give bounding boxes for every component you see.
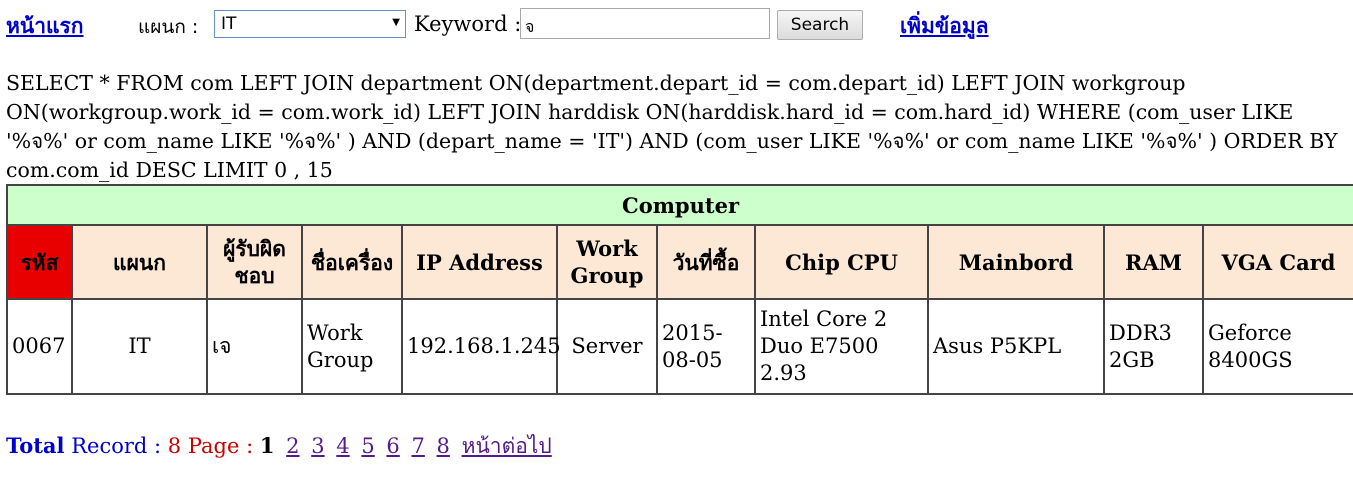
page-link-6[interactable]: 6 xyxy=(386,434,400,458)
keyword-label: Keyword : xyxy=(414,12,522,36)
column-header: IP Address xyxy=(401,224,558,300)
column-header: Mainbord xyxy=(927,224,1105,300)
column-header: ผู้รับผิดชอบ xyxy=(206,224,303,300)
current-page: 1 xyxy=(259,433,275,458)
dropdown-arrow-icon: ▼ xyxy=(392,17,400,28)
department-select-value: IT xyxy=(221,14,237,34)
next-page-link[interactable]: หน้าต่อไป xyxy=(461,434,552,458)
table-cell: Intel Core 2 Duo E7500 2.93 xyxy=(754,298,929,395)
page-link-4[interactable]: 4 xyxy=(336,434,350,458)
table-cell: 0067 xyxy=(6,298,73,395)
table-header-row: รหัส แผนก ผู้รับผิดชอบ ชื่อเครื่อง IP Ad… xyxy=(6,224,1353,300)
table-cell: DDR3 2GB xyxy=(1103,298,1204,395)
computer-table: Computer รหัส แผนก ผู้รับผิดชอบ ชื่อเครื… xyxy=(5,184,1353,395)
column-header: วันที่ซื้อ xyxy=(656,224,756,300)
column-header: Chip CPU xyxy=(754,224,929,300)
page-link-3[interactable]: 3 xyxy=(311,434,325,458)
column-header: รหัส xyxy=(6,224,73,300)
page-link-8[interactable]: 8 xyxy=(436,434,450,458)
table-caption: Computer xyxy=(5,184,1353,226)
add-data-link[interactable]: เพิ่มข้อมูล xyxy=(900,14,989,38)
column-header: ชื่อเครื่อง xyxy=(301,224,403,300)
page-link-7[interactable]: 7 xyxy=(411,434,425,458)
record-count: 8 xyxy=(167,434,182,458)
table-cell: Server xyxy=(556,298,658,395)
column-header: VGA Card xyxy=(1201,224,1353,300)
table-cell: Asus P5KPL xyxy=(927,298,1105,395)
table-cell: เจ xyxy=(206,298,303,395)
department-label: แผนก : xyxy=(138,16,199,38)
table-cell: Work Group xyxy=(301,298,403,395)
search-button[interactable]: Search xyxy=(777,10,863,40)
record-label: Record : xyxy=(71,434,162,458)
department-select[interactable]: IT ▼ xyxy=(214,10,406,38)
table-row[interactable]: 0067 IT เจ Work Group 192.168.1.245 Serv… xyxy=(6,298,1353,395)
keyword-input[interactable]: จ xyxy=(520,8,770,39)
total-label: Total xyxy=(6,433,65,458)
column-header: RAM xyxy=(1103,224,1204,300)
column-header: แผนก xyxy=(71,224,208,300)
table-cell: Geforce 8400GS xyxy=(1201,298,1353,395)
pagination: Total Record : 8 Page : 1 2 3 4 5 6 7 8 … xyxy=(6,430,552,463)
sql-query-text: SELECT * FROM com LEFT JOIN department O… xyxy=(6,71,1338,182)
page-link-5[interactable]: 5 xyxy=(361,434,375,458)
search-bar: หน้าแรก แผนก : IT ▼ Keyword : จ Search เ… xyxy=(0,0,1353,50)
table-cell: 2015-08-05 xyxy=(656,298,756,395)
table-cell: IT xyxy=(71,298,208,395)
column-header: Work Group xyxy=(556,224,658,300)
page-label: Page : xyxy=(187,434,254,458)
home-link[interactable]: หน้าแรก xyxy=(6,14,84,38)
table-cell: 192.168.1.245 xyxy=(401,298,561,395)
page-link-2[interactable]: 2 xyxy=(286,434,300,458)
